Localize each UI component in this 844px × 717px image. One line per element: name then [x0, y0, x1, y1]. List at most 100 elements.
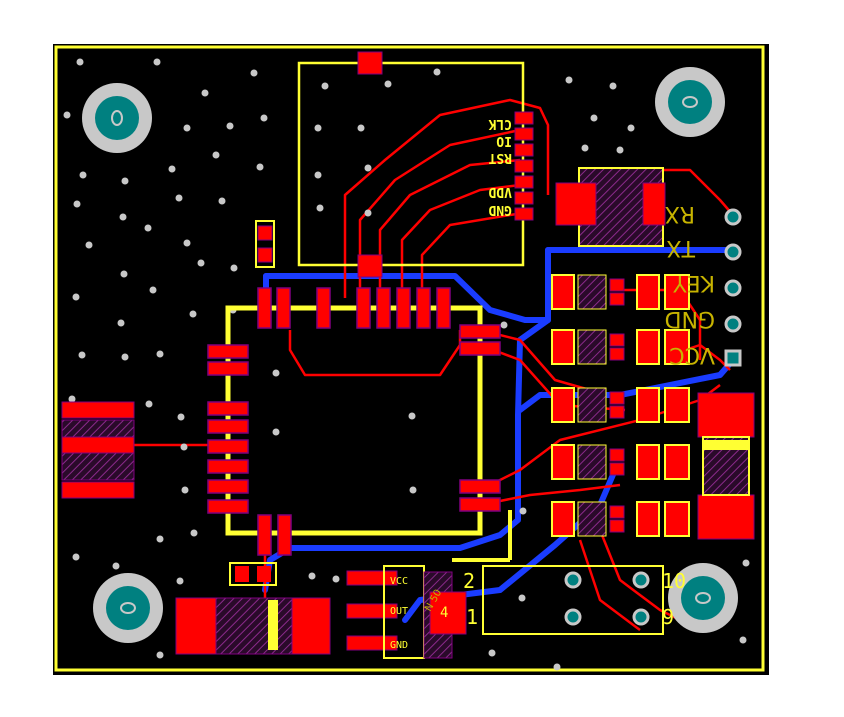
- smd-pad: [609, 462, 625, 476]
- smd-pad: [636, 329, 660, 365]
- via-icon: [739, 636, 747, 644]
- smd-pad: [551, 329, 575, 365]
- via-icon: [332, 575, 340, 583]
- via-icon: [565, 76, 573, 84]
- header-label-vcc: VCC: [669, 342, 715, 367]
- mounting-hole-icon: [93, 573, 163, 643]
- via-icon: [488, 649, 496, 657]
- passive-component-array: [551, 274, 690, 537]
- smd-pad: [577, 444, 607, 480]
- small-resistor: [255, 220, 275, 268]
- via-icon: [364, 209, 372, 217]
- via-icon: [180, 443, 188, 451]
- smd-pad: [636, 444, 660, 480]
- smd-pad: [551, 444, 575, 480]
- mounting-hole-icon: [668, 563, 738, 633]
- mounting-hole-icon: [82, 83, 152, 153]
- smd-pad: [577, 329, 607, 365]
- via-icon: [120, 270, 128, 278]
- via-icon: [260, 114, 268, 122]
- via-icon: [218, 197, 226, 205]
- smd-pad: [636, 501, 660, 537]
- via-icon: [226, 122, 234, 130]
- chip-label-gnd: GND: [390, 640, 408, 651]
- via-icon: [197, 259, 205, 267]
- via-icon: [409, 486, 417, 494]
- chip-pin-number: 4: [440, 605, 448, 621]
- via-icon: [176, 577, 184, 585]
- via-icon: [175, 194, 183, 202]
- via-icon: [256, 163, 264, 171]
- via-icon: [63, 111, 71, 119]
- via-icon: [177, 413, 185, 421]
- via-icon: [183, 239, 191, 247]
- connector-pin-label: 10: [662, 569, 686, 593]
- smd-pad: [664, 444, 690, 480]
- swd-pin-label: IO: [496, 133, 512, 148]
- smd-pad: [609, 405, 625, 419]
- via-icon: [112, 562, 120, 570]
- via-icon: [117, 319, 125, 327]
- via-icon: [272, 369, 280, 377]
- right-header: RX TX KEY GND VCC: [665, 201, 742, 367]
- via-icon: [121, 177, 129, 185]
- connector-pin-label: 2: [463, 569, 475, 593]
- via-icon: [119, 213, 127, 221]
- via-icon: [79, 171, 87, 179]
- top-right-component: [555, 167, 666, 247]
- via-icon: [308, 572, 316, 580]
- via-icon: [364, 164, 372, 172]
- smd-pad: [577, 387, 607, 423]
- via-icon: [190, 529, 198, 537]
- via-icon: [201, 89, 209, 97]
- via-icon: [230, 264, 238, 272]
- via-icon: [316, 204, 324, 212]
- via-icon: [500, 321, 508, 329]
- via-field: [63, 58, 750, 671]
- via-icon: [153, 58, 161, 66]
- header-label-key: KEY: [673, 270, 715, 295]
- via-icon: [384, 80, 392, 88]
- bottom-left-diode: [175, 562, 331, 655]
- main-module-footprint: [207, 287, 501, 556]
- via-icon: [156, 651, 164, 659]
- power-inductor: [697, 392, 755, 540]
- via-icon: [156, 350, 164, 358]
- via-icon: [590, 114, 598, 122]
- connector-pin-label: 9: [662, 605, 674, 629]
- smd-pad: [636, 387, 660, 423]
- small-chip: VCC OUT GND 4 N 50: [346, 565, 467, 659]
- swd-header: CLK IO RST VDD GND: [297, 51, 534, 278]
- via-icon: [189, 310, 197, 318]
- via-icon: [609, 82, 617, 90]
- via-icon: [144, 224, 152, 232]
- smd-pad: [664, 501, 690, 537]
- smd-pad: [609, 519, 625, 533]
- via-icon: [68, 395, 76, 403]
- via-icon: [519, 507, 527, 515]
- chip-label-out: OUT: [390, 606, 408, 617]
- smd-pad: [551, 387, 575, 423]
- smd-pad: [609, 448, 625, 462]
- swd-pin-label: RST: [488, 150, 512, 165]
- smd-pad: [551, 274, 575, 310]
- smd-pad: [609, 278, 625, 292]
- via-icon: [616, 146, 624, 154]
- via-icon: [72, 553, 80, 561]
- via-icon: [76, 58, 84, 66]
- via-icon: [212, 151, 220, 159]
- via-icon: [553, 663, 561, 671]
- edge-antenna-pad: [61, 401, 135, 499]
- via-icon: [581, 144, 589, 152]
- smd-pad: [609, 391, 625, 405]
- via-icon: [121, 353, 129, 361]
- header-label-tx: TX: [666, 235, 696, 260]
- via-icon: [408, 412, 416, 420]
- via-icon: [433, 68, 441, 76]
- smd-pad: [609, 505, 625, 519]
- via-icon: [168, 165, 176, 173]
- via-icon: [357, 124, 365, 132]
- via-icon: [250, 69, 258, 77]
- smd-pad: [577, 274, 607, 310]
